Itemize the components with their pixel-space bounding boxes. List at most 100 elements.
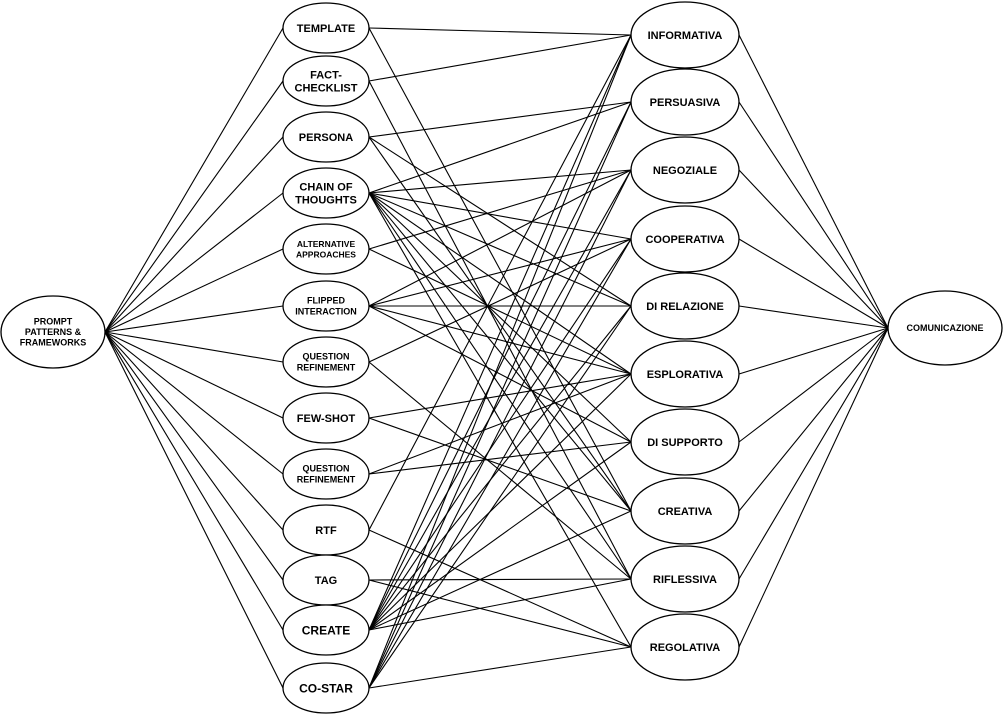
- edge-root-rtf: [104, 331, 284, 531]
- node-ellipse: [630, 613, 740, 681]
- node-tag: TAG: [282, 554, 370, 606]
- edge-create-di-relazione: [368, 305, 632, 631]
- edge-informativa-target: [738, 34, 889, 329]
- node-template: TEMPLATE: [282, 2, 370, 54]
- edge-chain-of-thoughts-negoziale: [368, 169, 632, 194]
- node-ellipse: [282, 336, 370, 388]
- node-label-line: CHECKLIST: [295, 82, 358, 94]
- edge-flipped-interaction-esplorativa: [368, 305, 632, 375]
- edge-co-star-regolativa: [368, 646, 632, 689]
- node-label-line: PROMPT: [34, 317, 73, 327]
- edge-persuasiva-target: [738, 101, 889, 329]
- edge-rtf-regolativa: [368, 529, 632, 648]
- edge-co-star-di-relazione: [368, 305, 632, 689]
- edge-root-few-shot: [104, 331, 284, 419]
- node-ellipse: [282, 448, 370, 500]
- node-label-line: PERSONA: [299, 132, 353, 144]
- edge-co-star-negoziale: [368, 169, 632, 689]
- node-ellipse: [282, 111, 370, 163]
- node-label-line: FRAMEWORKS: [20, 338, 87, 348]
- node-few-shot: FEW-SHOT: [282, 392, 370, 444]
- edge-create-riflessiva: [368, 578, 632, 631]
- node-label-line: CHAIN OF: [299, 181, 352, 193]
- edge-create-persuasiva: [368, 101, 632, 631]
- node-persona: PERSONA: [282, 111, 370, 163]
- node-label-line: FLIPPED: [307, 296, 346, 306]
- node-ellipse: [630, 477, 740, 545]
- node-fact-checklist: FACT-CHECKLIST: [282, 55, 370, 107]
- node-comunicazione: COMUNICAZIONE: [887, 290, 1003, 366]
- edge-cooperativa-target: [738, 238, 889, 329]
- edge-root-alternative-approaches: [104, 248, 284, 333]
- connection-lines: [104, 27, 889, 689]
- node-ellipse: [630, 545, 740, 613]
- node-label-line: CO-STAR: [299, 681, 353, 695]
- edge-esplorativa-target: [738, 327, 889, 375]
- edge-di-relazione-target: [738, 305, 889, 329]
- node-label-line: REGOLATIVA: [650, 642, 721, 654]
- edge-rtf-informativa: [368, 34, 632, 531]
- edge-flipped-interaction-negoziale: [368, 169, 632, 307]
- edge-chain-of-thoughts-creativa: [368, 192, 632, 512]
- node-ellipse: [630, 68, 740, 136]
- edge-flipped-interaction-di-supporto: [368, 305, 632, 443]
- edge-alternative-approaches-esplorativa: [368, 248, 632, 375]
- node-label-line: PATTERNS &: [25, 327, 82, 337]
- edge-root-co-star: [104, 331, 284, 689]
- node-ellipse: [630, 340, 740, 408]
- node-label-line: REFINEMENT: [297, 475, 356, 485]
- edge-root-flipped-interaction: [104, 305, 284, 333]
- edge-root-fact-checklist: [104, 80, 284, 333]
- node-label-line: RTF: [315, 525, 337, 537]
- node-label-line: DI RELAZIONE: [646, 301, 724, 313]
- node-ellipse: [282, 280, 370, 332]
- node-ellipse: [282, 2, 370, 54]
- node-label-line: APPROACHES: [296, 249, 356, 259]
- node-label-line: REFINEMENT: [297, 363, 356, 373]
- edge-template-creativa: [368, 27, 632, 512]
- node-ellipse: [282, 392, 370, 444]
- edge-chain-of-thoughts-cooperativa: [368, 192, 632, 240]
- edge-question-refinement-2-esplorativa: [368, 373, 632, 475]
- node-label-line: TAG: [315, 575, 337, 587]
- edge-di-supporto-target: [738, 327, 889, 443]
- edge-negoziale-target: [738, 169, 889, 329]
- node-ellipse: [282, 167, 370, 219]
- node-creativa: CREATIVA: [630, 477, 740, 545]
- edge-creativa-target: [738, 327, 889, 512]
- edge-create-di-supporto: [368, 441, 632, 631]
- edge-alternative-approaches-negoziale: [368, 169, 632, 250]
- node-co-star: CO-STAR: [282, 662, 370, 714]
- node-label-line: PERSUASIVA: [650, 97, 721, 109]
- edge-chain-of-thoughts-di-supporto: [368, 192, 632, 443]
- node-label-line: ALTERNATIVE: [297, 239, 356, 249]
- edge-root-question-refinement-2: [104, 331, 284, 475]
- node-ellipse: [630, 408, 740, 476]
- node-label-line: INTERACTION: [295, 307, 357, 317]
- node-label-line: COOPERATIVA: [645, 234, 724, 246]
- edge-root-persona: [104, 136, 284, 333]
- edge-co-star-informativa: [368, 34, 632, 689]
- node-label-line: DI SUPPORTO: [647, 437, 723, 449]
- node-persuasiva: PERSUASIVA: [630, 68, 740, 136]
- edge-root-chain-of-thoughts: [104, 192, 284, 333]
- edge-regolativa-target: [738, 327, 889, 648]
- edge-chain-of-thoughts-di-relazione: [368, 192, 632, 307]
- node-riflessiva: RIFLESSIVA: [630, 545, 740, 613]
- edge-create-creativa: [368, 510, 632, 631]
- node-regolativa: REGOLATIVA: [630, 613, 740, 681]
- node-label-line: TEMPLATE: [297, 23, 355, 35]
- node-ellipse: [630, 205, 740, 273]
- node-ellipse: [630, 136, 740, 204]
- edge-riflessiva-target: [738, 327, 889, 580]
- node-negoziale: NEGOZIALE: [630, 136, 740, 204]
- node-create: CREATE: [282, 604, 370, 656]
- node-ellipse: [282, 223, 370, 275]
- node-ellipse: [282, 662, 370, 714]
- node-ellipse: [630, 1, 740, 69]
- edge-co-star-persuasiva: [368, 101, 632, 689]
